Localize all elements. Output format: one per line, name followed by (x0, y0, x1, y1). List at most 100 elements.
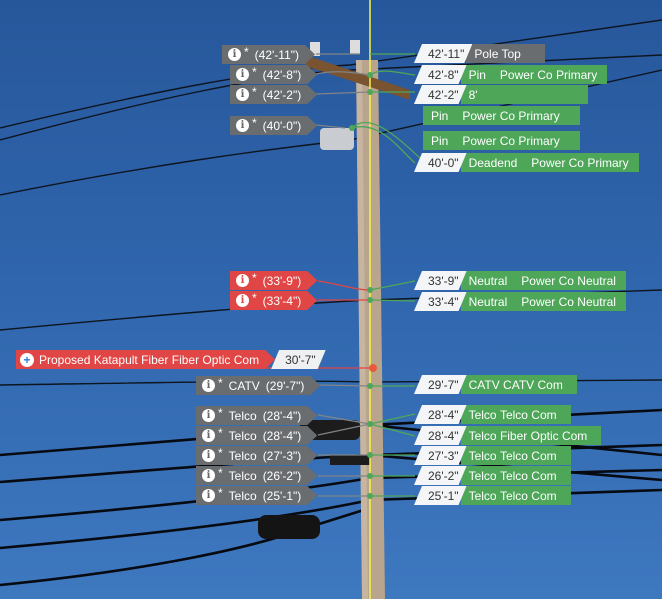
proposed-attachment-point[interactable] (369, 364, 377, 372)
star-marker: * (218, 465, 223, 480)
pole-hardware (258, 128, 370, 539)
info-icon[interactable]: i (236, 68, 249, 81)
right-label[interactable]: 25'-1" Telco Telco Com (414, 486, 571, 505)
star-marker: * (252, 270, 257, 285)
height-chip: 26'-2" (414, 466, 467, 485)
proposed-height-chip[interactable]: 30'-7" (271, 350, 326, 369)
star-marker: * (252, 64, 257, 79)
plus-circle-icon[interactable]: + (20, 353, 34, 367)
left-label-height: (27'-3") (262, 448, 302, 463)
left-label-flagged[interactable]: i* (33'-9") (230, 271, 317, 290)
info-icon[interactable]: i (228, 48, 241, 61)
left-label-type: Telco (228, 468, 257, 483)
right-label[interactable]: 26'-2" Telco Telco Com (414, 466, 571, 485)
left-label[interactable]: i* (42'-2") (230, 85, 317, 104)
left-label-height: (26'-2") (262, 468, 302, 483)
star-marker: * (252, 290, 257, 305)
left-label-height: (33'-9") (262, 273, 302, 288)
crossarm (305, 55, 410, 100)
left-label[interactable]: i* Telco (25'-1") (196, 486, 317, 505)
left-label[interactable]: i* (42'-8") (230, 65, 317, 84)
left-label[interactable]: i*(40'-0") (230, 116, 317, 135)
star-marker: * (252, 115, 257, 130)
star-marker: * (218, 445, 223, 460)
info-icon[interactable]: i (202, 449, 215, 462)
info-icon[interactable]: i (202, 379, 215, 392)
left-leader-lines (315, 53, 371, 497)
right-label[interactable]: 28'-4" Telco Telco Com (414, 405, 571, 424)
proposed-label: Proposed Katapult Fiber Fiber Optic Com (39, 352, 260, 367)
leader-lines (351, 53, 421, 497)
height-chip: 42'-11" (414, 44, 472, 63)
left-label-height: (28'-4") (262, 408, 302, 423)
proposed-name-chip[interactable]: + Proposed Katapult Fiber Fiber Optic Co… (16, 350, 275, 369)
left-label-flagged[interactable]: i* (33'-4") (230, 291, 317, 310)
left-label-height: (42'-8") (262, 67, 302, 82)
star-marker: * (218, 425, 223, 440)
left-label[interactable]: i*CATV(29'-7") (196, 376, 320, 395)
attachment-points (349, 72, 373, 499)
left-label-type: Telco (228, 428, 257, 443)
info-icon[interactable]: i (236, 274, 249, 287)
attachment-type: CATV CATV Com (460, 375, 577, 394)
left-label-height: (42'-2") (262, 87, 302, 102)
info-icon[interactable]: i (202, 469, 215, 482)
height-chip: 40'-0" (414, 153, 467, 172)
left-label[interactable]: i* (42'-11") (222, 45, 315, 64)
info-icon[interactable]: i (202, 429, 215, 442)
left-label-type: CATV (228, 378, 260, 393)
attachment-type: Telco Telco Com (460, 486, 571, 505)
left-label[interactable]: i* Telco (27'-3") (196, 446, 317, 465)
height-chip: 42'-2" (414, 85, 467, 104)
proposed-attachment-label[interactable]: + Proposed Katapult Fiber Fiber Optic Co… (16, 350, 326, 369)
splice-enclosure (258, 515, 320, 539)
right-label[interactable]: 42'-11" Pole Top (414, 44, 545, 63)
left-label-type: Telco (228, 448, 257, 463)
star-marker: * (218, 485, 223, 500)
right-label[interactable]: 42'-2" 8' (414, 85, 588, 104)
height-chip: 28'-4" (414, 405, 467, 424)
star-marker: * (252, 84, 257, 99)
left-label-height: (33'-4") (262, 293, 302, 308)
left-label-type: Telco (228, 488, 257, 503)
height-chip: 28'-4" (414, 426, 467, 445)
info-icon[interactable]: i (236, 88, 249, 101)
left-label-height: (42'-11") (254, 47, 300, 62)
right-label[interactable]: 28'-4" Telco Fiber Optic Com (414, 426, 602, 445)
left-label[interactable]: i*Telco(28'-4") (196, 406, 317, 425)
insulator (350, 40, 360, 54)
height-chip: 25'-1" (414, 486, 467, 505)
left-label[interactable]: i* Telco (28'-4") (196, 426, 317, 445)
attachment-type: Telco Fiber Optic Com (460, 426, 602, 445)
height-chip: 27'-3" (414, 446, 467, 465)
right-label[interactable]: 29'-7" CATV CATV Com (414, 375, 577, 394)
height-chip: 42'-8" (414, 65, 467, 84)
info-icon[interactable]: i (236, 119, 249, 132)
left-label[interactable]: i* Telco (26'-2") (196, 466, 317, 485)
height-chip: 33'-9" (414, 271, 467, 290)
right-label[interactable]: 27'-3" Telco Telco Com (414, 446, 571, 465)
star-marker: * (244, 44, 249, 59)
left-label-height: (28'-4") (262, 428, 302, 443)
left-label-height: (25'-1") (262, 488, 302, 503)
info-icon[interactable]: i (202, 409, 215, 422)
left-label-height: (29'-7") (265, 378, 305, 393)
attachment-type: Telco Telco Com (460, 405, 571, 424)
attachment-type: Telco Telco Com (460, 446, 571, 465)
info-icon[interactable]: i (202, 489, 215, 502)
info-icon[interactable]: i (236, 294, 249, 307)
attachment-type: Telco Telco Com (460, 466, 571, 485)
insulator (310, 42, 320, 56)
